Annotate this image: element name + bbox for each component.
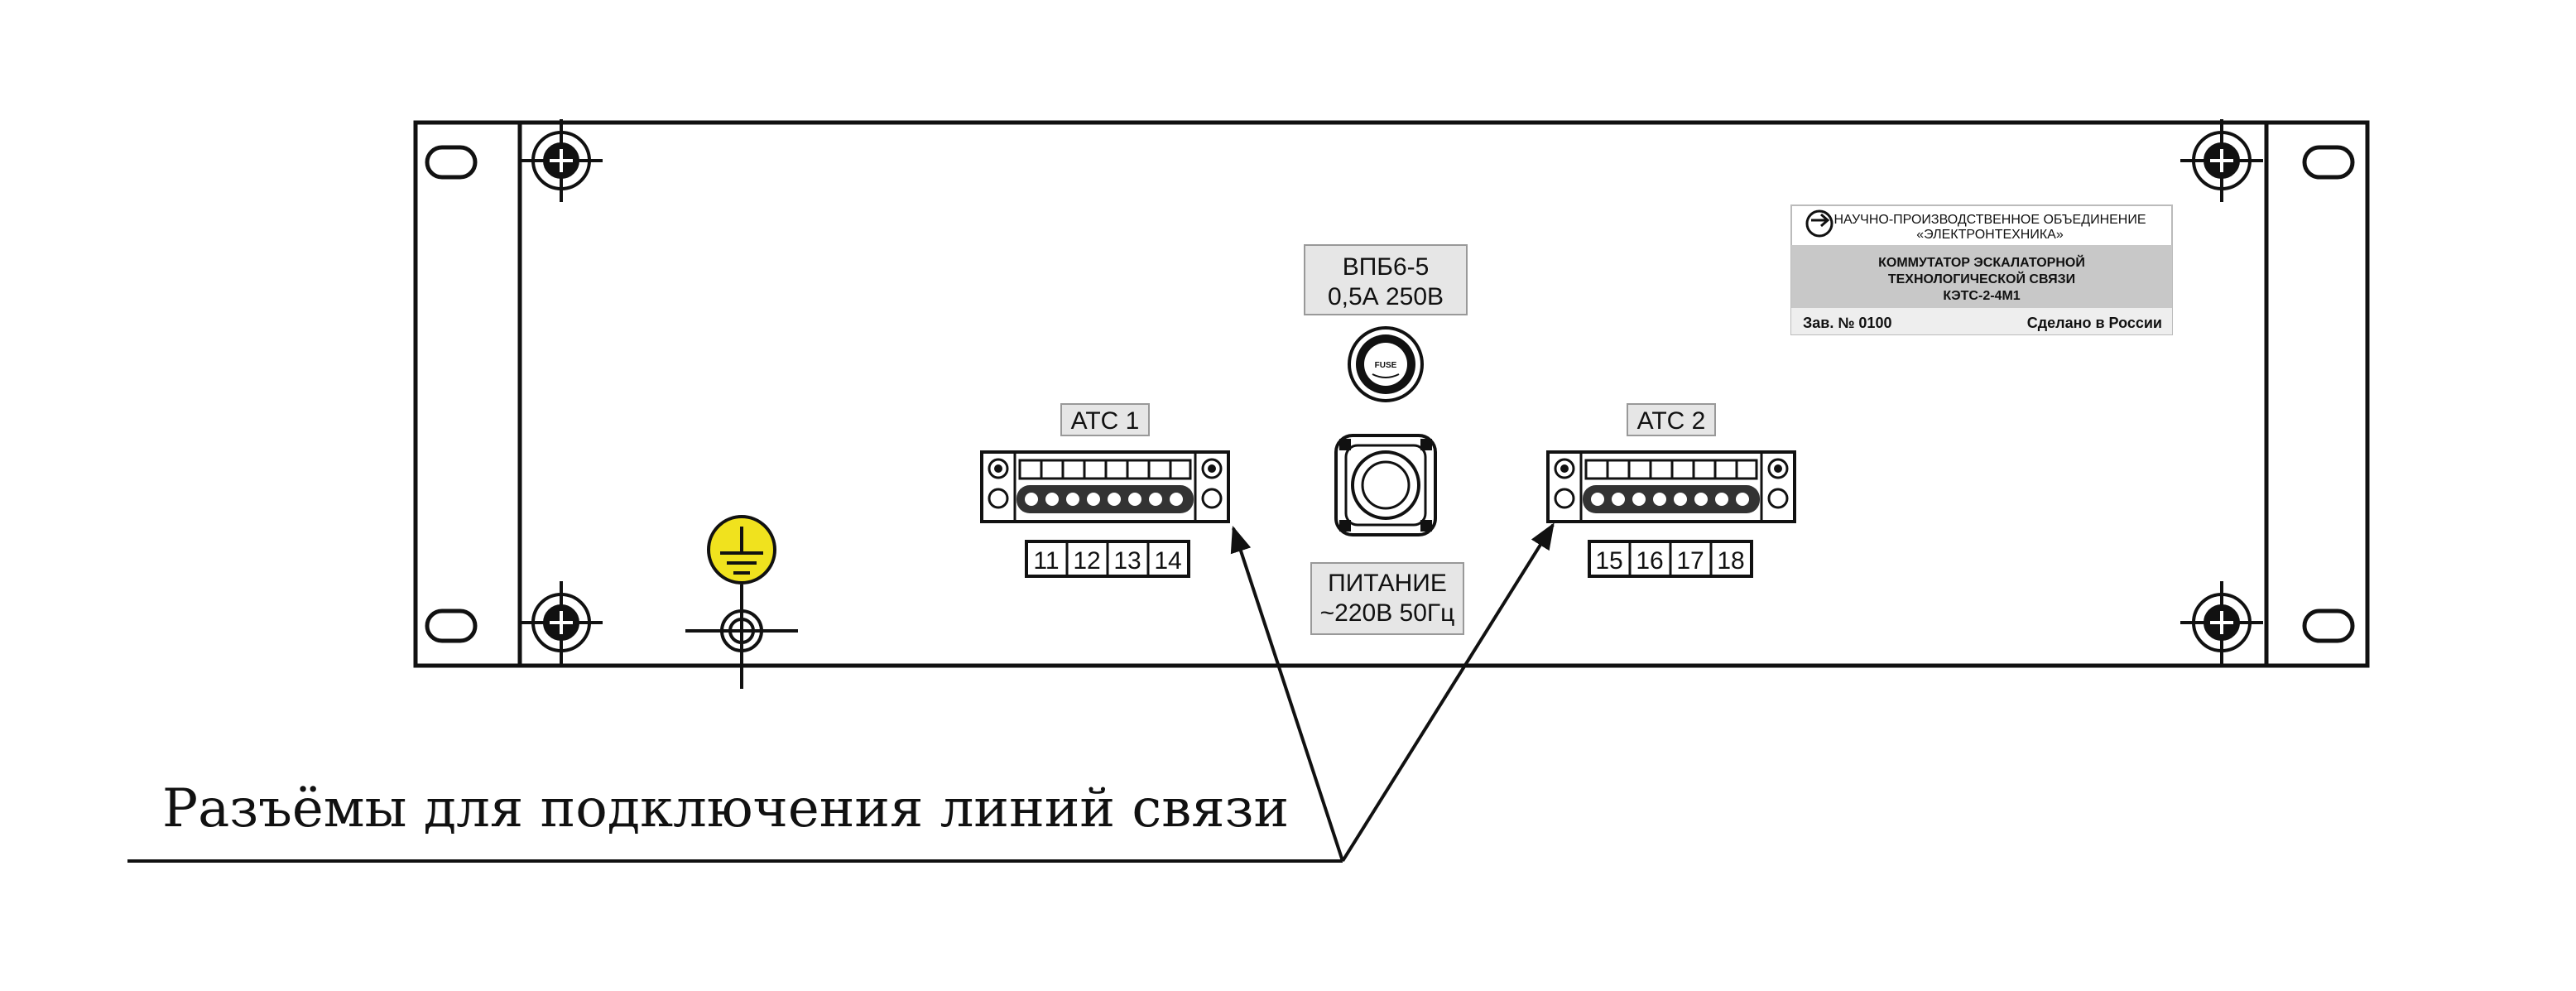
ats1-pin-label: 12	[1073, 547, 1100, 575]
nameplate: НАУЧНО-ПРОИЗВОДСТВЕННОЕ ОБЪЕДИНЕНИЕ «ЭЛЕ…	[1790, 204, 2173, 335]
fuse: ВПБ6-5 0,5А 250В FUSE	[1304, 244, 1468, 402]
ats2-pin-label: 15	[1595, 547, 1622, 575]
ats2-pin-label: 17	[1676, 547, 1704, 575]
ats2-pin-label: 16	[1636, 547, 1663, 575]
product-line-2: ТЕХНОЛОГИЧЕСКОЙ СВЯЗИ	[1888, 271, 2075, 286]
product-model: КЭТС-2-4М1	[1943, 289, 2020, 303]
org-line-2: «ЭЛЕКТРОНТЕХНИКА»	[1916, 228, 2064, 242]
power-connector: ПИТАНИЕ ~220В 50Гц	[1310, 434, 1464, 635]
ats1-connector: АТС 1	[980, 403, 1230, 578]
serial-number: Зав. № 0100	[1803, 315, 1891, 331]
ats2-pin-label: 18	[1717, 547, 1744, 575]
ats2-connector: АТС 2	[1546, 403, 1796, 578]
power-socket-icon	[1334, 434, 1437, 536]
ats1-label-box	[1060, 403, 1150, 436]
fuse-label-box	[1304, 244, 1468, 315]
power-label-box	[1310, 562, 1464, 635]
nameplate-band	[1791, 245, 2172, 308]
fuse-holder-icon: FUSE	[1348, 326, 1424, 402]
ats1-pin-label: 13	[1113, 547, 1141, 575]
terminal-block-icon	[1546, 450, 1796, 523]
screw-icon	[520, 119, 2263, 664]
caption-text: Разъёмы для подключения линий связи	[162, 778, 1289, 839]
ats2-label: АТС 2	[1637, 407, 1706, 435]
terminal-block-icon	[980, 450, 1230, 523]
ats1-pin-label: 14	[1154, 547, 1181, 575]
power-label: ПИТАНИЕ	[1328, 570, 1447, 597]
company-logo-icon	[1805, 209, 1833, 238]
ground-terminal	[685, 515, 798, 689]
front-panel	[413, 120, 2370, 668]
rack-slot-icon	[425, 145, 2355, 643]
arrow-to-ats2	[1341, 522, 1555, 863]
product-line-1: КОММУТАТОР ЭСКАЛАТОРНОЙ	[1878, 254, 2085, 270]
ats1-pin-label: 11	[1033, 547, 1059, 575]
made-in: Сделано в России	[2027, 315, 2162, 331]
power-spec: ~220В 50Гц	[1320, 599, 1455, 627]
ats2-label-box	[1627, 403, 1716, 436]
fuse-cap-text: FUSE	[1375, 361, 1397, 370]
callout-arrows	[127, 522, 1555, 863]
ats2-pin-labels: 15 16 17 18	[1588, 540, 1753, 578]
fuse-rating: 0,5А 250В	[1328, 283, 1444, 310]
org-line-1: НАУЧНО-ПРОИЗВОДСТВЕННОЕ ОБЪЕДИНЕНИЕ	[1833, 213, 2146, 227]
ats1-pin-labels: 11 12 13 14	[1025, 540, 1190, 578]
ground-screw-icon	[685, 584, 798, 689]
fuse-model: ВПБ6-5	[1343, 253, 1430, 281]
ats1-label: АТС 1	[1071, 407, 1140, 435]
arrow-to-ats1	[1230, 525, 1344, 862]
